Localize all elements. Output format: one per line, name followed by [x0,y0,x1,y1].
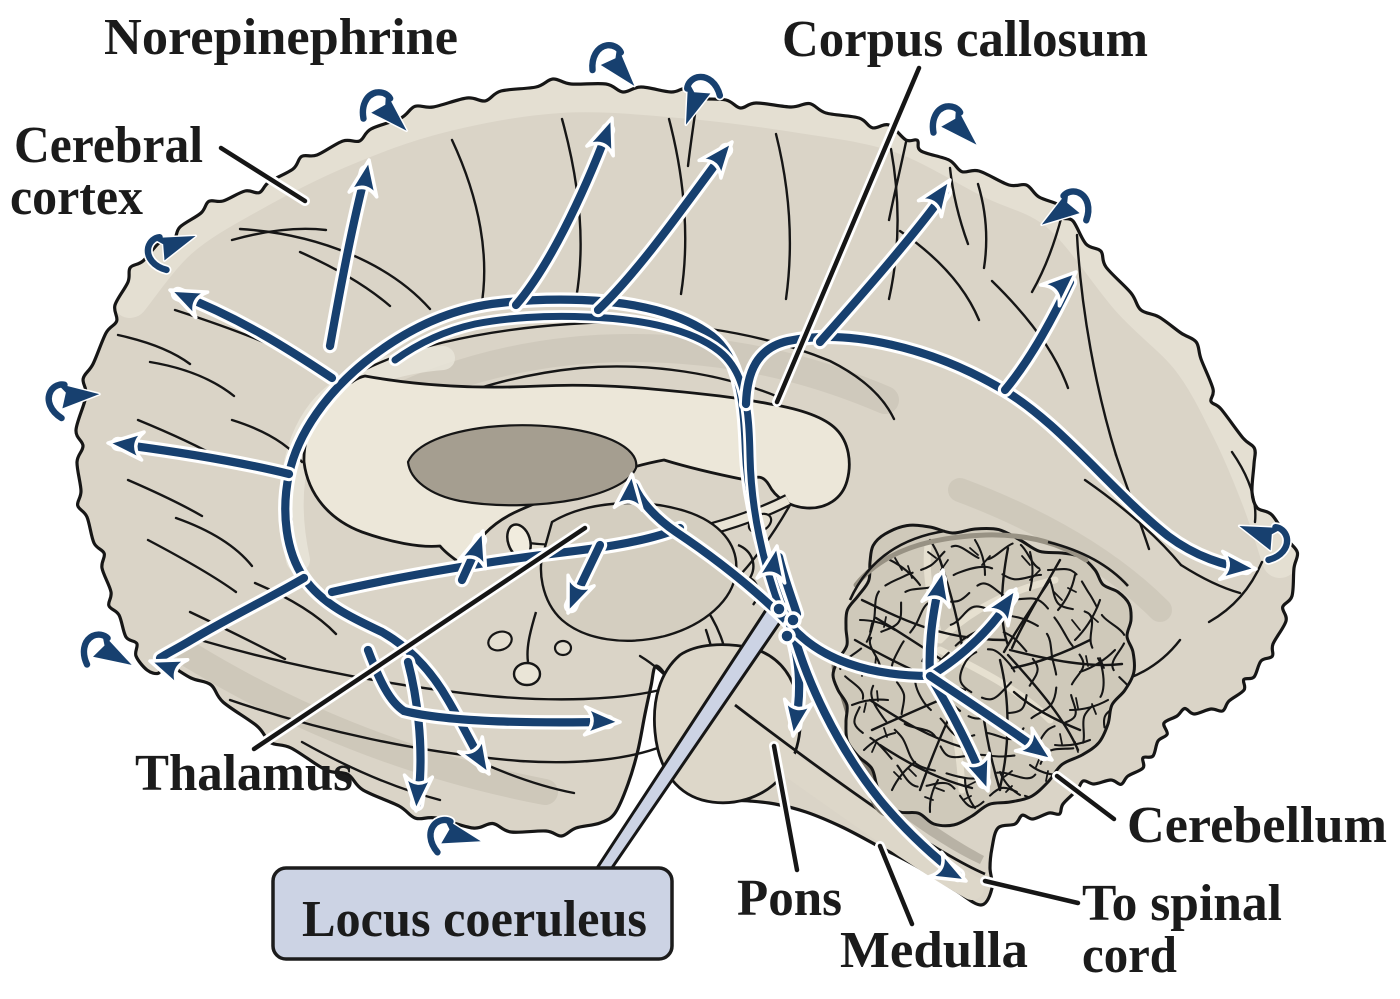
svg-text:Cerebral: Cerebral [14,117,203,174]
svg-text:Locus coeruleus: Locus coeruleus [302,891,647,948]
svg-text:Pons: Pons [737,870,842,927]
svg-text:To spinal: To spinal [1082,875,1282,932]
svg-text:Norepinephrine: Norepinephrine [104,9,458,66]
svg-text:Medulla: Medulla [840,922,1028,979]
svg-text:Thalamus: Thalamus [135,745,353,802]
svg-text:Cerebellum: Cerebellum [1127,797,1387,854]
svg-text:cord: cord [1082,927,1177,984]
svg-text:Corpus callosum: Corpus callosum [782,11,1148,68]
svg-text:cortex: cortex [10,169,143,226]
